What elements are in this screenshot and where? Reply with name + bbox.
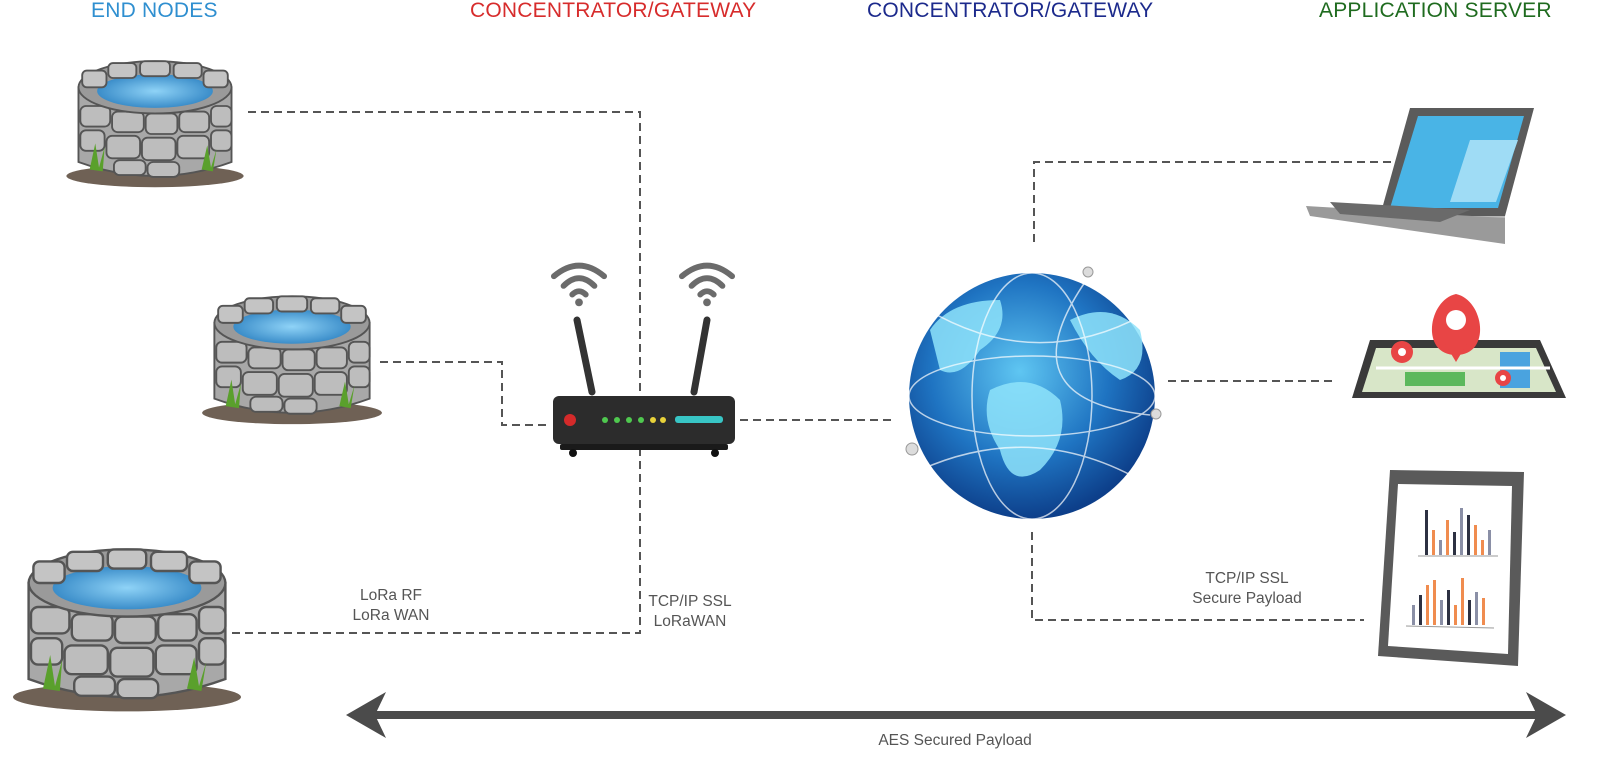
tcp-lorawan-label: TCP/IP SSL LoRaWAN bbox=[630, 592, 750, 632]
header-end-nodes: END NODES bbox=[91, 0, 218, 22]
stone-well-icon bbox=[11, 548, 243, 713]
header-concentrator-gateway-2: CONCENTRATOR/GATEWAY bbox=[867, 0, 1154, 22]
stone-well-icon bbox=[65, 60, 245, 189]
lora-label: LoRa RF LoRa WAN bbox=[331, 586, 451, 626]
lora-wan-text: LoRa WAN bbox=[352, 607, 430, 624]
laptop-icon bbox=[1306, 108, 1534, 244]
tablet-chart-icon bbox=[1378, 470, 1524, 666]
wifi-icon bbox=[554, 266, 604, 307]
aes-secured-payload-label: AES Secured Payload bbox=[878, 732, 1032, 749]
secure-payload-text: Secure Payload bbox=[1192, 590, 1302, 607]
tcp-ip-ssl-text-2: TCP/IP SSL bbox=[1205, 570, 1289, 587]
tcp-secure-label: TCP/IP SSL Secure Payload bbox=[1172, 569, 1322, 609]
stone-well-icon bbox=[201, 295, 383, 426]
globe-icon bbox=[905, 266, 1162, 520]
lora-rf-text: LoRa RF bbox=[359, 587, 423, 604]
header-application-server: APPLICATION SERVER bbox=[1319, 0, 1552, 22]
map-phone-icon bbox=[1352, 294, 1566, 398]
header-concentrator-gateway-1: CONCENTRATOR/GATEWAY bbox=[470, 0, 757, 22]
router-icon bbox=[553, 316, 735, 457]
tcp-ip-ssl-text: TCP/IP SSL bbox=[648, 593, 732, 610]
lorawan-text: LoRaWAN bbox=[653, 613, 727, 630]
connection-lines bbox=[232, 111, 1396, 634]
double-arrow-icon bbox=[346, 692, 1566, 738]
wifi-icon bbox=[682, 266, 732, 307]
